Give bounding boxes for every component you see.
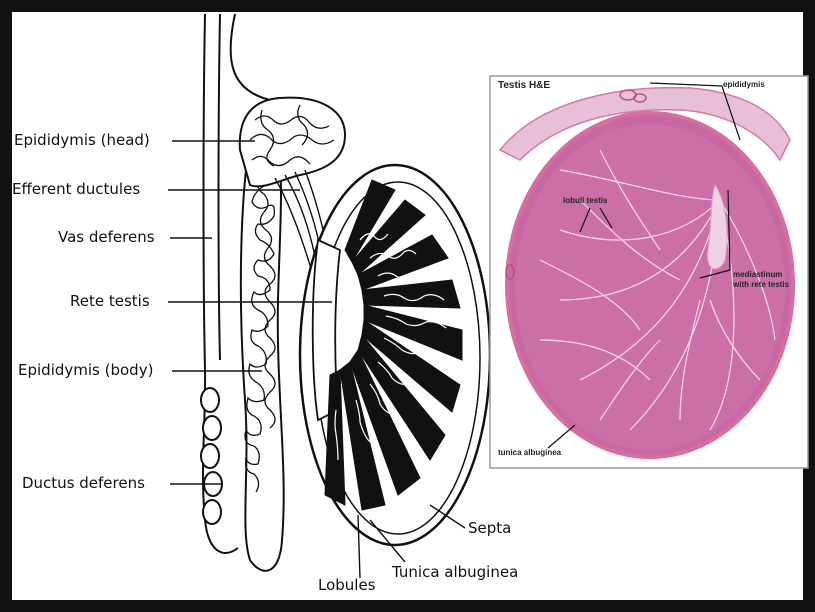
label-lobules: Lobules: [318, 576, 376, 594]
label-rete-testis: Rete testis: [70, 292, 150, 310]
frame-left: [0, 0, 12, 612]
label-vas-deferens: Vas deferens: [58, 228, 155, 246]
label-epididymis-body: Epididymis (body): [18, 361, 153, 379]
frame-bottom: [0, 600, 815, 612]
label-epididymis-head: Epididymis (head): [14, 131, 150, 149]
histology-label-tunica-albuginea: tunica albuginea: [498, 448, 561, 457]
label-septa: Septa: [468, 519, 511, 537]
histology-label-lobuli-testis: lobuli testis: [563, 196, 607, 205]
histology-label-epididymis: epididymis: [723, 80, 765, 89]
label-ductus-deferens: Ductus deferens: [22, 474, 145, 492]
vas-deferens-shape: [203, 14, 238, 553]
cord-outline: [231, 14, 270, 100]
histology-label-mediastinum: mediastinum: [733, 270, 782, 279]
label-efferent-ductules: Efferent ductules: [12, 180, 140, 198]
epididymis-body-shape: [241, 140, 284, 571]
histology-title: Testis H&E: [498, 80, 550, 91]
frame-top: [0, 0, 815, 12]
histology-label-mediastinum-rete: with rete testis: [733, 280, 789, 289]
vas-deferens-inner: [219, 14, 221, 360]
label-tunica-albuginea: Tunica albuginea: [392, 563, 518, 581]
